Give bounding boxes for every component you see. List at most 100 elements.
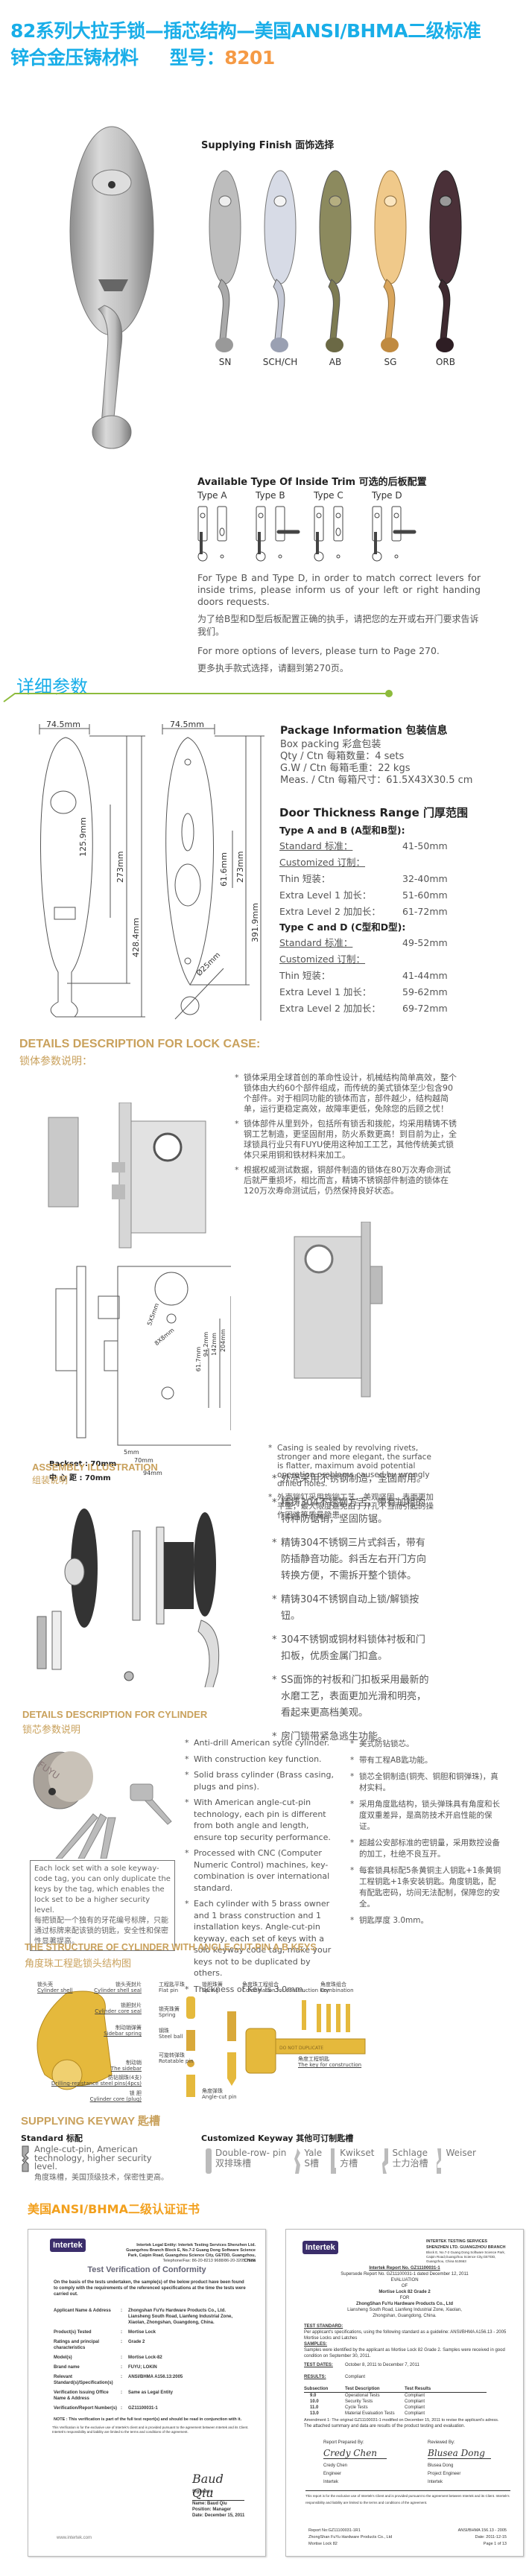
signer-name: Name: Baud Qiu — [192, 2502, 227, 2506]
key-imprint: DO NOT DUPLICATE — [279, 2046, 323, 2051]
keyway-profile-icon — [437, 2148, 442, 2174]
cert-cell: 10.0 — [310, 2399, 319, 2404]
trim-type-a[interactable]: Type A — [197, 490, 256, 565]
finish-label: ORB — [435, 357, 455, 367]
finish-option-sg[interactable]: SG — [370, 168, 411, 367]
cert-samples-label: SAMPLES: — [304, 2342, 328, 2347]
cert-of: OF — [401, 2284, 408, 2288]
finish-option-sch[interactable]: SCH/CH — [260, 168, 300, 367]
cert-std-label: TEST STANDARD: — [304, 2324, 343, 2329]
dim-142: 142mm — [210, 1333, 218, 1356]
trim-a-diagram — [197, 506, 227, 562]
lockcase-drawing — [55, 1266, 231, 1446]
cert-product: Mortise Lock 82 Grade 2 — [378, 2290, 431, 2294]
cert-cell: 9.0 — [310, 2393, 317, 2398]
cert-field-key: Model(s) — [54, 2355, 72, 2360]
reviewed-signature: Blusea Dong — [428, 2448, 491, 2459]
thickness-value: 41-50mm — [402, 840, 448, 851]
assembly-title: ASSEMBLY ILLUSTRATION — [32, 1462, 158, 1473]
cert-dates-text: October 8, 2011 to December 7, 2011 — [345, 2363, 419, 2367]
material-text: 锌合金压铸材料 — [10, 47, 139, 69]
assembly-title-cn: 组装说明 — [32, 1475, 69, 1485]
keyway-name: Kwikset — [340, 2148, 375, 2158]
cert-heading: Test Verification of Conformity — [87, 2265, 206, 2274]
cert-field-value: FUYU; LOKIN — [128, 2365, 157, 2370]
lockcase-bullet: 锁体采用全球首创的革命性设计，机械结构简单高效，整个锁体由大约60个部件组成，而… — [235, 1073, 458, 1114]
intertek-url: www.intertek.com — [57, 2536, 92, 2540]
cert-table-header: Subsection — [304, 2387, 329, 2391]
thickness-value: 51-60mm — [402, 889, 448, 901]
footer-line: Mortise Lock 82 — [308, 2542, 338, 2546]
finish-list: SN SCH/CH AB SG ORB — [205, 168, 466, 367]
thickness-key: Standard 标准： — [279, 937, 353, 948]
cert-for: FOR — [399, 2296, 410, 2300]
tag-note-cn: 每把锁配一个独有的牙花编号标牌，只能通过标牌来配该锁的钥匙，安全性和保密性显著提… — [34, 1917, 168, 1946]
dim-204: 204mm — [219, 1329, 227, 1352]
assembly-bullet: 外壳采用不锈钢制造，坚固耐用。 — [272, 1471, 432, 1488]
keyway-name-cn: 双排珠槽 — [215, 2158, 252, 2169]
thickness-key: Extra Level 1 加长： — [279, 889, 372, 901]
package-line: Box packing 彩盒包装 — [280, 739, 381, 750]
part-label-en: Flat pin — [159, 1987, 179, 1993]
cert-table-header: Test Results — [405, 2387, 431, 2391]
cert-supersede: Supersede Report No. GZ11100031-1 dated … — [340, 2272, 469, 2277]
signer-position: Position: Manager — [192, 2507, 232, 2512]
model-number: 8201 — [224, 47, 275, 69]
cert-amendment: Amendment 1: The original GZ11100031-1 m… — [304, 2418, 499, 2423]
part-label-en: Spring — [202, 1987, 219, 1993]
green-divider — [3, 690, 393, 702]
thickness-value: 59-62mm — [402, 986, 448, 997]
thickness-group-title: Type C and D (C型和D型): — [279, 921, 406, 933]
cert-cell: Material Evaluation Tests — [345, 2411, 395, 2416]
cylinder-bullet: With construction key function. — [185, 1754, 334, 1766]
trim-type-b[interactable]: Type B — [256, 490, 314, 565]
keyway-tag-box: Each lock set with a sole keyway-code ta… — [30, 1860, 175, 1951]
keyway-title: SUPPLYING KEYWAY 匙槽 — [21, 2115, 161, 2128]
cert-cell: Compliant — [405, 2393, 425, 2398]
cylinder-bullets-en: Anti-drill American sytle cylinder. With… — [185, 1737, 334, 1999]
handle-sch-image — [264, 170, 297, 352]
lockcase-bullet: 根据权威测试数据，铜部件制造的锁体在80万次寿命测试后就严重损坏，相比而言，精铸… — [235, 1165, 458, 1196]
part-label-cn: 角度弹珠 — [202, 2088, 223, 2094]
trim-b-diagram — [256, 506, 300, 562]
lockcase-photo — [48, 1103, 206, 1249]
keyway-profile-icon — [382, 2148, 389, 2174]
part-label-cn: 可旋转弹珠 — [159, 2052, 185, 2058]
cert-entity: Intertek Legal Entity: Intertek Testing … — [126, 2243, 256, 2263]
more-options-cn: 更多执手款式选择，请翻到第270页。 — [197, 663, 349, 673]
part-label-en: The sidebar — [110, 2066, 142, 2072]
cert-field-key: Ratings and principal characteristics — [54, 2340, 100, 2350]
cert-cell: Compliant — [405, 2411, 425, 2416]
dim-125: 125.9mm — [78, 817, 88, 857]
trim-type-c[interactable]: Type C — [314, 490, 372, 565]
cylinder-bullet-cn: 每套锁具标配5条黄铜主人钥匙+1条黄铜工程钥匙+1条安装钥匙。角度钥匙，配有配匙… — [350, 1865, 503, 1910]
finish-option-ab[interactable]: AB — [315, 168, 355, 367]
cert-fields: Applicant Name & Address:Zhongshan FuYu … — [54, 2308, 247, 2415]
trim-type-label: Type B — [256, 490, 285, 501]
part-label-en: Cylinder shell — [37, 1987, 73, 1993]
trim-d-diagram — [372, 506, 416, 562]
cert-intro: On the basis of the tests undertaken, th… — [54, 2280, 246, 2297]
finish-option-orb[interactable]: ORB — [425, 168, 466, 367]
cert-note: NOTE : This verification is part of the … — [54, 2417, 242, 2422]
certificate-right: Intertek INTERTEK TESTING SERVICES SHENZ… — [285, 2229, 524, 2557]
part-label-en: Angle-cut pin — [202, 2094, 237, 2100]
trim-type-d[interactable]: Type D — [372, 490, 430, 565]
package-info: Box packing 彩盒包装 Qty / Ctn 每箱数量：4 sets G… — [280, 739, 472, 787]
part-label-cn: 锁壳珠簧 — [159, 2006, 180, 2012]
tag-note-en: Each lock set with a sole keyway-code ta… — [34, 1865, 171, 1914]
finish-option-sn[interactable]: SN — [205, 168, 245, 367]
thickness-key: Extra Level 2 加加长： — [279, 906, 381, 917]
keyway-option[interactable]: Weiser — [435, 2148, 476, 2174]
thickness-value: 32-40mm — [402, 873, 448, 884]
keyway-name-cn: 士力治槽 — [392, 2158, 428, 2169]
intertek-logo: Intertek — [302, 2241, 338, 2254]
